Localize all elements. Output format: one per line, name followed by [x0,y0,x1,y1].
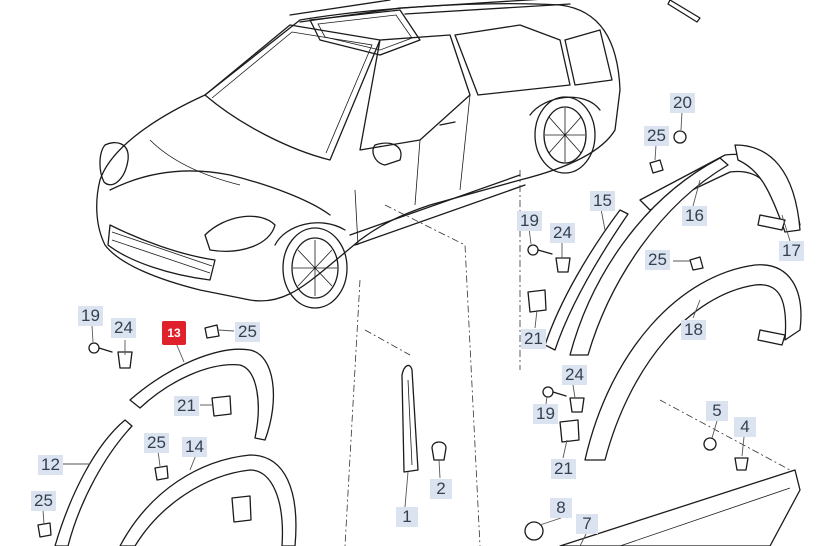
callout-part-25[interactable]: 25 [144,433,169,453]
callout-part-7[interactable]: 7 [576,514,598,534]
callout-part-1[interactable]: 1 [396,507,418,527]
fasteners-right [524,130,749,541]
callout-part-19[interactable]: 19 [517,211,542,231]
callout-part-12[interactable]: 12 [38,455,63,475]
callout-leaders [42,111,791,546]
part-12-arch-strip [54,419,133,546]
part-21-clip-right-bottom [559,419,580,443]
callout-part-5[interactable]: 5 [706,401,728,421]
part-14-arch-lower [119,454,297,546]
part-2-clip [431,441,447,461]
callout-part-21[interactable]: 21 [521,329,546,349]
vehicle-illustration [96,0,701,309]
callout-part-24[interactable]: 24 [111,318,136,338]
callout-part-20[interactable]: 20 [670,93,695,113]
callout-part-21[interactable]: 21 [551,459,576,479]
part-21-clips-left [211,395,252,523]
callout-part-25[interactable]: 25 [645,250,670,270]
callout-part-24[interactable]: 24 [562,365,587,385]
part-17-arch-extension [734,144,801,233]
callout-part-8[interactable]: 8 [550,498,572,518]
callout-part-24[interactable]: 24 [550,223,575,243]
part-16-arch-long [569,157,729,356]
part-1-pillar-trim [401,364,419,473]
callout-part-18[interactable]: 18 [681,320,706,340]
part-21-clip-right-top [527,289,547,313]
assembly-leaders [344,170,791,546]
part-18-wheel-arch [584,264,802,461]
callout-part-19[interactable]: 19 [533,404,558,424]
callout-part-25[interactable]: 25 [235,322,260,342]
part-15-wheel-arch-strip [544,209,629,351]
callout-part-13-selected[interactable]: 13 [162,321,186,345]
callout-part-19[interactable]: 19 [78,306,103,326]
fasteners-left [37,324,220,538]
callout-part-25[interactable]: 25 [644,126,669,146]
callout-part-21[interactable]: 21 [174,396,199,416]
part-13-front-arch [129,348,275,441]
callout-part-2[interactable]: 2 [430,479,452,499]
callout-part-14[interactable]: 14 [182,437,207,457]
callout-part-25[interactable]: 25 [31,491,56,511]
callout-part-17[interactable]: 17 [779,241,804,261]
part-7-sill-panel [559,469,801,546]
callout-part-16[interactable]: 16 [682,206,707,226]
callout-part-15[interactable]: 15 [590,191,615,211]
callout-part-4[interactable]: 4 [734,417,756,437]
